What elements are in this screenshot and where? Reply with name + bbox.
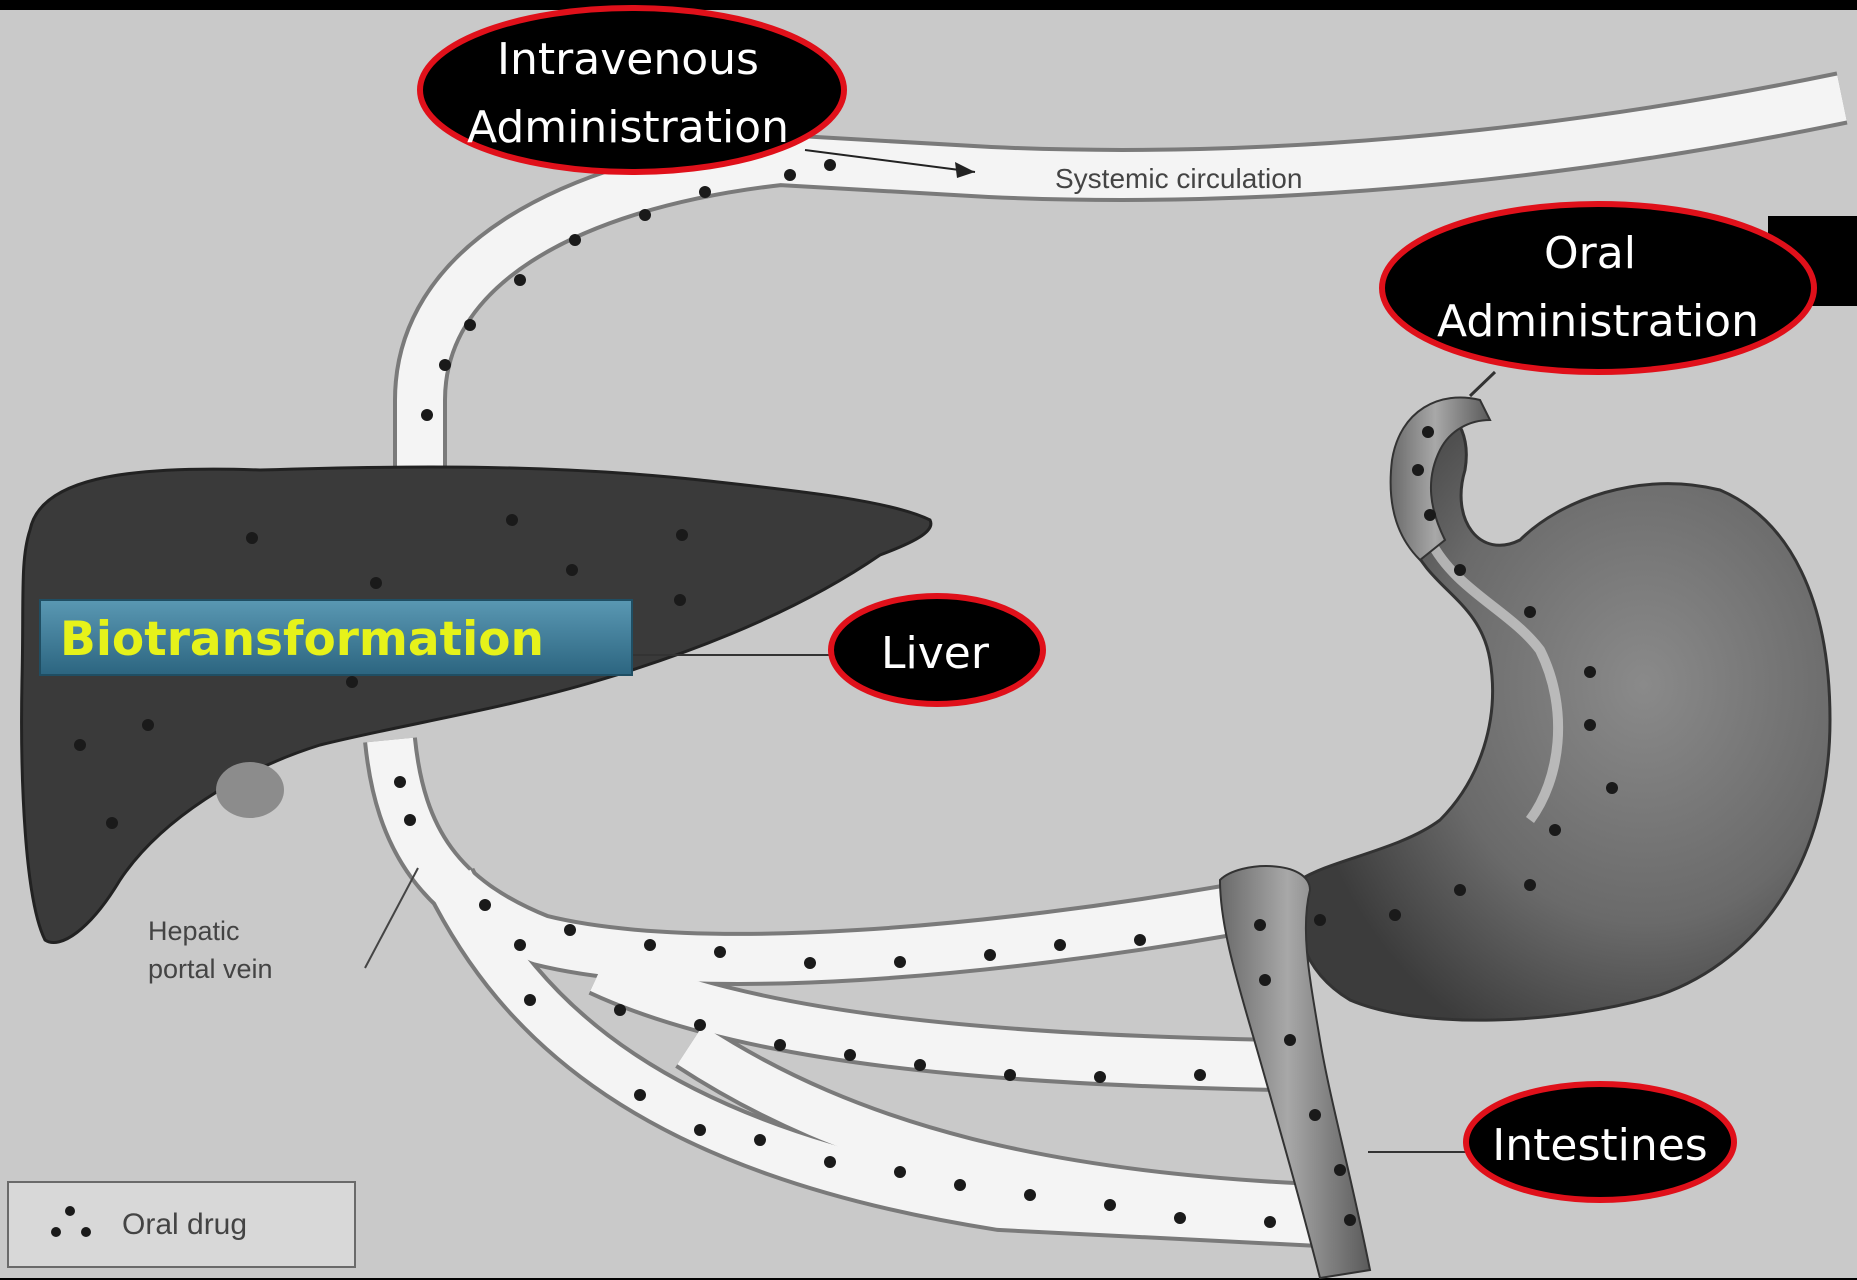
oral-label-line1: Oral [1544,228,1636,279]
intravenous-oval: Intravenous Administration [420,8,844,172]
biotransformation-box: Biotransformation [40,600,632,675]
biotransformation-label: Biotransformation [60,612,544,667]
liver-label: Liver [881,628,990,679]
legend: Oral drug [8,1182,355,1267]
liver-oval: Liver [831,596,1043,704]
intestines-oval: Intestines [1466,1084,1734,1200]
hepatic-label-line2: portal vein [148,954,273,984]
systemic-circulation-label: Systemic circulation [1055,163,1302,194]
hepatic-label-line1: Hepatic [148,916,240,946]
oral-label-line2: Administration [1437,296,1759,347]
gallbladder [216,762,284,818]
legend-label: Oral drug [122,1208,247,1241]
intravenous-label-line1: Intravenous [497,34,759,85]
intravenous-label-line2: Administration [467,102,789,153]
intestines-label: Intestines [1492,1120,1707,1171]
oral-oval: Oral Administration [1382,204,1814,372]
